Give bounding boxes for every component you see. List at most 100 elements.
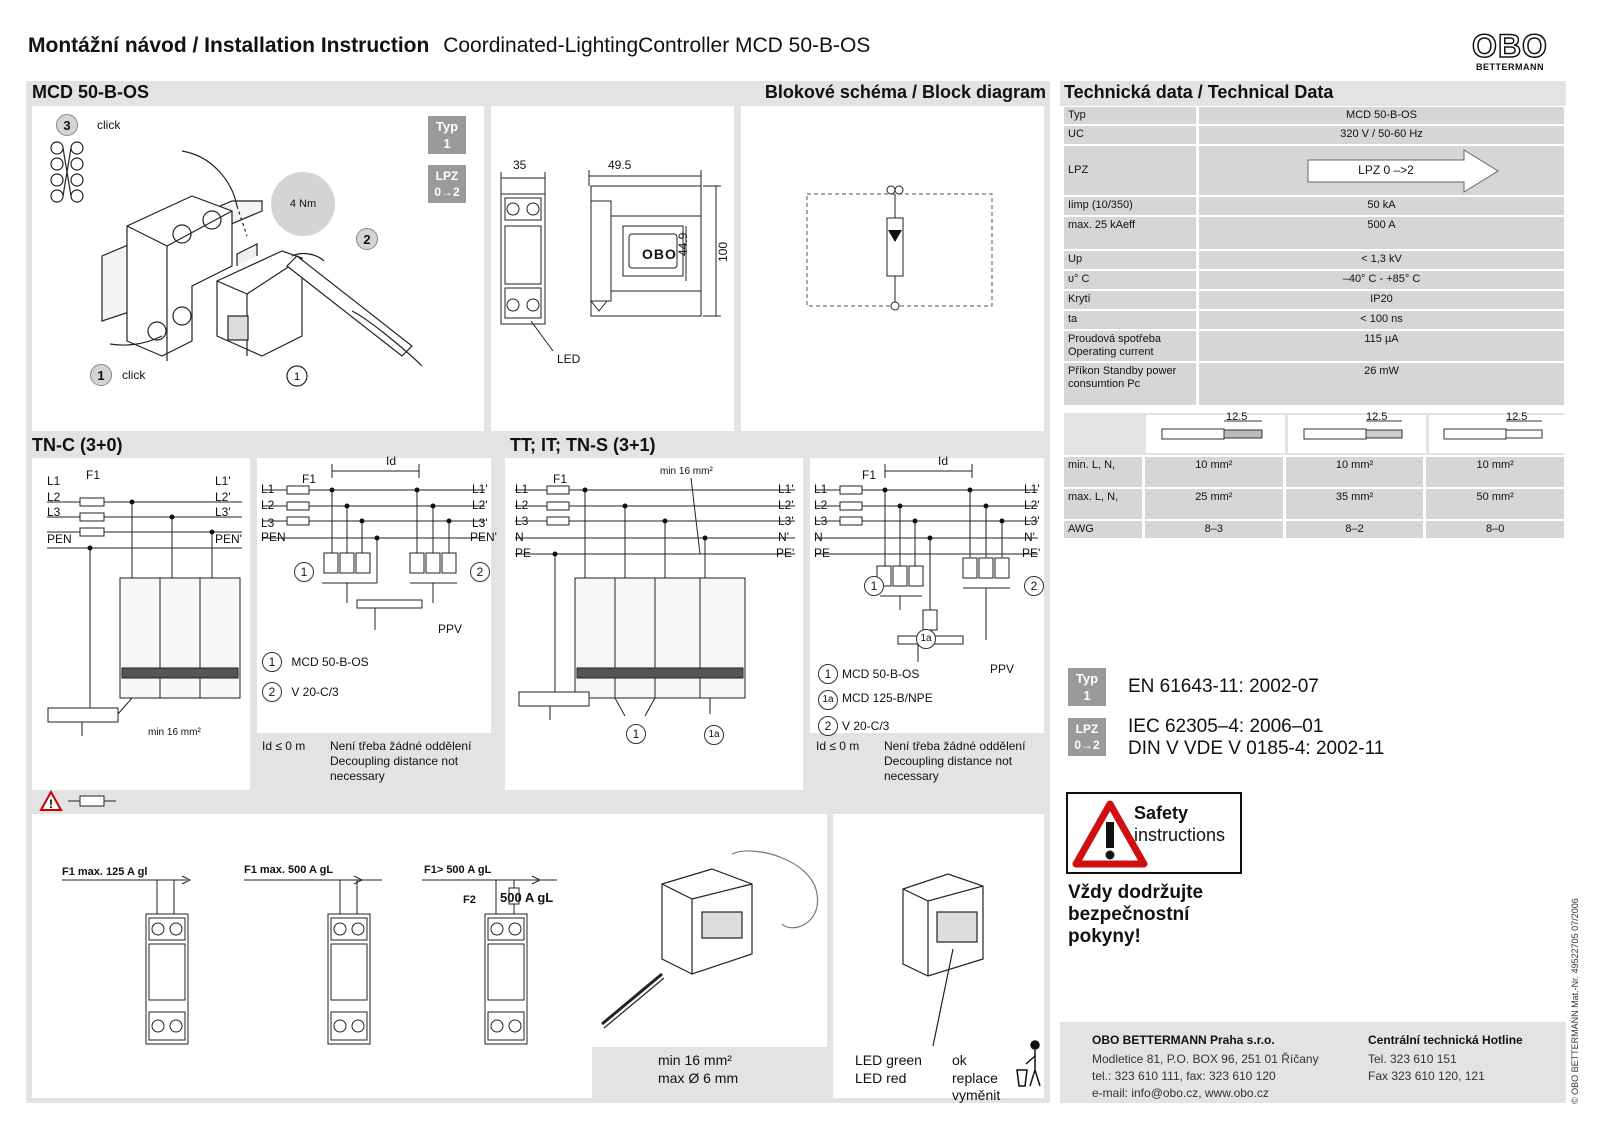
footer-addr1: Modletice 81, P.O. BOX 96, 251 01 Říčany	[1092, 1052, 1319, 1066]
tnc-out-l3: L3'	[215, 505, 231, 519]
tts-note1: Není třeba žádné oddělení	[884, 739, 1026, 753]
recycle-bin-icon	[1016, 1040, 1041, 1087]
ground-min: min 16 mm²	[658, 1052, 732, 1068]
std-en: EN 61643-11: 2002-07	[1128, 676, 1319, 697]
svg-text:!: !	[49, 797, 53, 811]
std-lpz-range: 0→2	[1074, 738, 1100, 752]
section-block-diagram: Blokové schéma / Block diagram	[764, 82, 1046, 102]
tt-c1: 1	[626, 724, 646, 744]
tech-val-8: < 100 ns	[1199, 311, 1564, 329]
tts-legend2-text: V 20-C/3	[842, 719, 890, 733]
tnc-schema-drawing	[262, 464, 485, 630]
step2-marker: 2	[356, 228, 378, 250]
section-tt: TT; IT; TN-S (3+1)	[510, 435, 656, 455]
lpz-arrow	[1307, 149, 1499, 193]
tncs-out-l2: L2'	[472, 498, 488, 512]
led-green-label: LED green	[855, 1052, 922, 1068]
title-light: Coordinated-LightingController MCD 50-B-…	[443, 34, 871, 57]
strip-length-2: 12.5	[1366, 411, 1388, 423]
tech-key-0: Typ	[1064, 107, 1196, 124]
tts-in-n: N	[814, 530, 823, 544]
tt-wiring-drawing	[515, 477, 795, 720]
module-1	[145, 913, 189, 1045]
tts-legend1-text: MCD 50-B-OS	[842, 667, 920, 681]
logo-sub: BETTERMANN	[1476, 62, 1544, 72]
std-iec: IEC 62305–4: 2006–01	[1128, 716, 1324, 737]
footer-fax: Fax 323 610 120, 121	[1368, 1069, 1485, 1083]
std-din: DIN V VDE V 0185-4: 2002-11	[1128, 738, 1385, 759]
tech-val-6: –40° C - +85° C	[1199, 271, 1564, 289]
tts-c1a-num: 1a	[916, 629, 936, 649]
tech-key-2: LPZ	[1064, 146, 1196, 195]
ground-max: max Ø 6 mm	[658, 1070, 739, 1086]
block-diagram	[806, 185, 993, 311]
tnc-in-l1: L1	[47, 474, 61, 488]
dim-height-100: 100	[716, 241, 730, 262]
safety-cz1: Vždy dodržujte	[1068, 882, 1204, 903]
cable-awg-2: 8–0	[1426, 521, 1565, 538]
std-typ-num: 1	[1083, 688, 1091, 703]
footer-bg	[1060, 1022, 1566, 1103]
cable-max-label: max. L, N,	[1064, 489, 1142, 519]
tech-key-1: UC	[1064, 126, 1196, 144]
tncs-id-dist: Id ≤ 0 m	[262, 739, 306, 753]
tt-in-l2: L2	[515, 498, 529, 512]
tts-ppv: PPV	[990, 662, 1015, 676]
page-title: Montážní návod / Installation Instructio…	[28, 34, 870, 58]
tnc-wiring-drawing	[47, 497, 242, 736]
tech-row-iimp: Iimp (10/350)50 kA	[1064, 197, 1564, 215]
tech-val-3: 50 kA	[1199, 197, 1564, 215]
tts-in-l1: L1	[814, 482, 828, 496]
tts-legend1a-num: 1a	[818, 690, 838, 710]
tncs-legend2-num: 2	[262, 682, 282, 702]
tt-c1a: 1a	[704, 724, 724, 745]
tncs-out-l1: L1'	[472, 482, 488, 496]
tts-out-pe: PE'	[1022, 546, 1041, 560]
tt-in-l3: L3	[515, 514, 529, 528]
led-vymenit-label: vyměnit	[952, 1087, 1001, 1103]
cable-awg-label: AWG	[1064, 521, 1142, 538]
tncs-note1: Není třeba žádné oddělení	[330, 739, 472, 753]
tts-c2: 2	[1024, 576, 1044, 596]
tts-in-pe: PE	[814, 546, 831, 560]
tncs-legend2: 2 V 20-C/3	[262, 682, 339, 702]
tech-row-temp: υ° C–40° C - +85° C	[1064, 271, 1564, 289]
tnc-in-pen: PEN	[47, 532, 72, 546]
tech-key-8: ta	[1064, 311, 1196, 329]
tncs-id: Id	[386, 454, 397, 468]
tt-out-l2: L2'	[778, 498, 794, 512]
safety-cz3: pokyny!	[1068, 926, 1141, 947]
std-lpz-label: LPZ	[1075, 722, 1099, 736]
fuse-label-3c: 500 A gL	[500, 890, 554, 905]
tncs-legend2-text: V 20-C/3	[291, 685, 339, 699]
tncs-in-l2: L2	[261, 498, 275, 512]
footer-addr2: tel.: 323 610 111, fax: 323 610 120	[1092, 1069, 1276, 1083]
obo-label-on-module: OBO	[642, 246, 677, 262]
tts-out-l3: L3'	[1024, 514, 1040, 528]
tncs-in-l1: L1	[261, 482, 275, 496]
tncs-legend1: 1 MCD 50-B-OS	[262, 652, 369, 672]
tncs-c2-num: 2	[470, 562, 490, 582]
fuse-label-3: F1> 500 A gL	[424, 864, 492, 876]
tts-c1: 1	[864, 576, 884, 596]
tech-val-7: IP20	[1199, 291, 1564, 309]
tts-id: Id	[938, 454, 949, 468]
module-3	[484, 913, 528, 1045]
step3-marker: 3	[56, 114, 78, 136]
tncs-legend1-text: MCD 50-B-OS	[291, 655, 369, 669]
tts-in-l3: L3	[814, 514, 828, 528]
tt-out-pe: PE'	[776, 546, 795, 560]
section-tech-data: Technická data / Technical Data	[1064, 82, 1334, 102]
strip-length-3: 12.5	[1506, 411, 1528, 423]
dim-height-44-9: 44.9	[676, 232, 690, 256]
title-bold: Montážní návod / Installation Instructio…	[28, 34, 430, 57]
tt-in-l1: L1	[515, 482, 529, 496]
tech-val-5: < 1,3 kV	[1199, 251, 1564, 269]
